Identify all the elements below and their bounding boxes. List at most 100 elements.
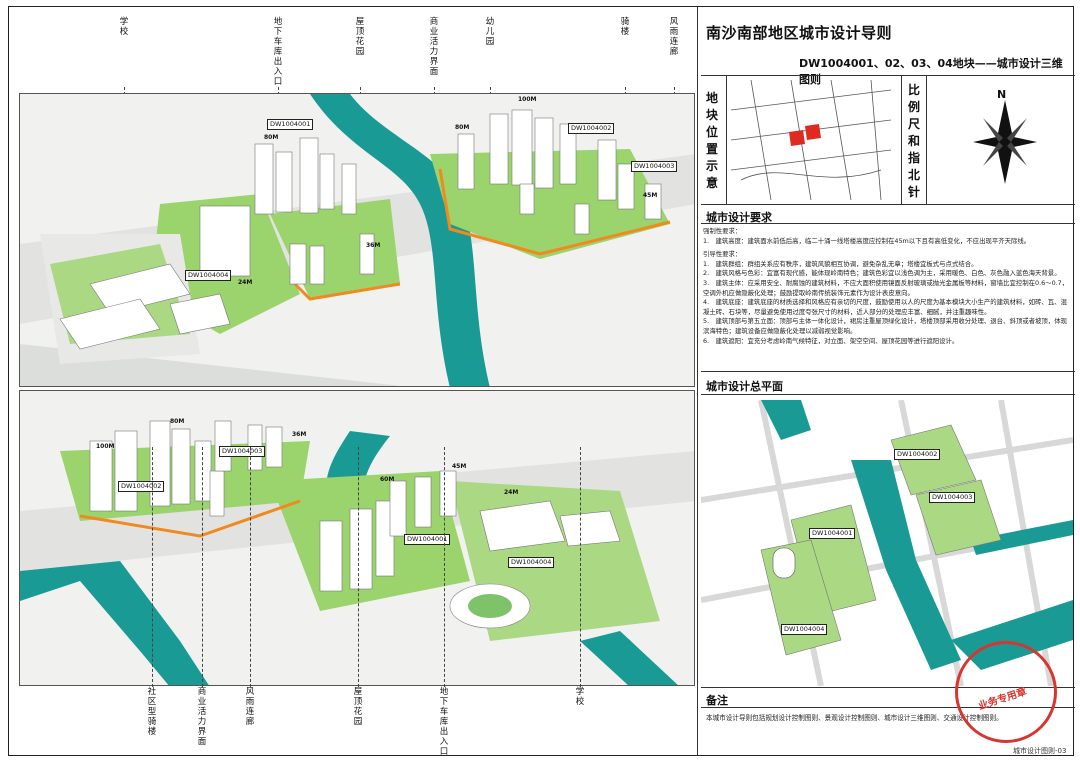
annotation-char: 园: [353, 717, 363, 727]
height-marker: 60M: [380, 476, 395, 483]
annotation-label: 屋顶花园: [355, 17, 365, 57]
annotation-char: 面: [429, 67, 439, 77]
annotation-char: 雨: [245, 697, 255, 707]
page-subtitle: DW1004001、02、03、04地块——城市设计三维图则: [799, 57, 1063, 86]
annotation-char: 骑: [620, 17, 630, 27]
parcel-tag: DW1004003: [631, 161, 678, 172]
annotation-char: 连: [245, 707, 255, 717]
parcel-tag: DW1004004: [781, 624, 828, 635]
parcel-tag: DW1004004: [185, 270, 232, 281]
leader-line: [152, 447, 153, 687]
guiding-item: 4. 建筑底座：建筑底座的材质选择和风格应有亲切的尺度，鼓励使用以人的尺度为基本…: [703, 298, 1067, 316]
annotation-char: 学: [575, 687, 585, 697]
leader-line: [202, 447, 203, 687]
annotation-char: 活: [429, 37, 439, 47]
annotation-label: 骑楼: [620, 17, 630, 37]
annotation-char: 顶: [353, 697, 363, 707]
annotation-char: 花: [355, 37, 365, 47]
label-char: 尺: [908, 117, 921, 131]
annotation-char: 业: [429, 27, 439, 37]
height-marker: 100M: [96, 443, 115, 450]
annotation-char: 连: [669, 37, 679, 47]
label-char: 例: [908, 100, 921, 114]
annotation-char: 面: [197, 737, 207, 747]
parcel-tag: DW1004004: [508, 557, 555, 568]
column-divider: [697, 7, 698, 755]
aerial-view-top-drawing: [20, 94, 694, 386]
page-title: 南沙南部地区城市设计导则: [706, 24, 893, 42]
height-marker: 45M: [452, 463, 467, 470]
annotation-label: 商业活力界面: [197, 687, 207, 747]
guiding-item: 5. 建筑顶部与第五立面：顶部与主体一体化设计，裙房注重屋顶绿化设计，塔楼顶部采…: [703, 317, 1067, 335]
annotation-char: 力: [197, 717, 207, 727]
annotation-char: 口: [273, 77, 283, 87]
parcel-tag: DW1004003: [219, 446, 266, 457]
annotation-label: 风雨连廊: [245, 687, 255, 727]
guiding-item: 3. 建筑主体：应采用安全、耐腐蚀的建筑材料，不应大面积使用镜面反射玻璃或抛光金…: [703, 278, 1069, 297]
height-marker: 100M: [518, 96, 537, 103]
annotation-char: 楼: [147, 727, 157, 737]
annotation-label: 商业活力界面: [429, 17, 439, 77]
annotation-char: 库: [273, 47, 283, 57]
annotation-char: 出: [273, 57, 283, 67]
label-char: 示: [706, 159, 719, 173]
guiding-title: 引导性要求：: [703, 250, 742, 259]
parcel-tag: DW1004002: [118, 481, 165, 492]
parcel-tag: DW1004002: [894, 449, 941, 460]
label-char: 置: [706, 142, 719, 156]
annotation-label: 学校: [119, 17, 129, 37]
north-arrow-icon: [973, 100, 1037, 184]
master-plan: DW1004002 DW1004003 DW1004001 DW1004004: [701, 400, 1073, 686]
parcel-tag: DW1004001: [404, 534, 451, 545]
location-label: 地块位置示意: [706, 90, 720, 192]
annotation-char: 车: [439, 707, 449, 717]
label-char: 北: [908, 168, 921, 182]
height-marker: 80M: [455, 124, 470, 131]
annotation-char: 雨: [669, 27, 679, 37]
mandatory-title: 强制性要求：: [703, 227, 742, 235]
notes-text: 本城市设计导则包括规划设计控制图则、景观设计控制图则、城市设计三维图则、交通设计…: [706, 714, 1003, 722]
height-marker: 80M: [170, 418, 185, 425]
annotation-char: 活: [197, 707, 207, 717]
annotation-label: 风雨连廊: [669, 17, 679, 57]
annotation-char: 下: [439, 697, 449, 707]
annotation-char: 花: [353, 707, 363, 717]
annotation-char: 校: [575, 697, 585, 707]
location-map: [731, 80, 891, 200]
annotation-char: 口: [439, 747, 449, 757]
leader-line: [580, 447, 581, 687]
annotation-char: 楼: [620, 27, 630, 37]
annotation-char: 幼: [485, 17, 495, 27]
annotation-char: 学: [119, 17, 129, 27]
annotation-char: 库: [439, 717, 449, 727]
requirements-title: 城市设计要求: [706, 211, 772, 224]
official-seal: [955, 641, 1057, 743]
label-char: 意: [706, 176, 719, 190]
annotation-char: 园: [485, 37, 495, 47]
height-marker: 36M: [366, 242, 381, 249]
annotation-label: 社区型骑楼: [147, 687, 157, 737]
label-char: 比: [908, 83, 921, 97]
annotation-label: 幼儿园: [485, 17, 495, 47]
parcel-tag: DW1004001: [267, 119, 314, 130]
drawing-sheet: 学校地下车库出入口屋顶花园商业活力界面幼儿园骑楼风雨连廊: [8, 6, 1075, 757]
annotation-char: 商: [429, 17, 439, 27]
leader-line: [358, 447, 359, 687]
height-marker: 24M: [238, 279, 253, 286]
label-char: 地: [706, 91, 719, 105]
parcel-tag: DW1004002: [568, 123, 615, 134]
annotation-char: 骑: [147, 717, 157, 727]
aerial-view-bottom: DW1004002 DW1004003 DW1004001 DW1004004 …: [19, 390, 695, 686]
annotation-char: 出: [439, 727, 449, 737]
height-marker: 45M: [643, 192, 658, 199]
leader-line: [444, 447, 445, 687]
notes-title: 备注: [706, 694, 728, 707]
annotation-char: 业: [197, 697, 207, 707]
label-char: 针: [908, 185, 921, 199]
annotation-char: 入: [273, 67, 283, 77]
annotation-char: 校: [119, 27, 129, 37]
annotation-char: 风: [669, 17, 679, 27]
annotation-label: 地下车库出入口: [273, 17, 283, 87]
annotation-label: 屋顶花园: [353, 687, 363, 727]
sheet-number: 城市设计图则-03: [1013, 747, 1067, 755]
